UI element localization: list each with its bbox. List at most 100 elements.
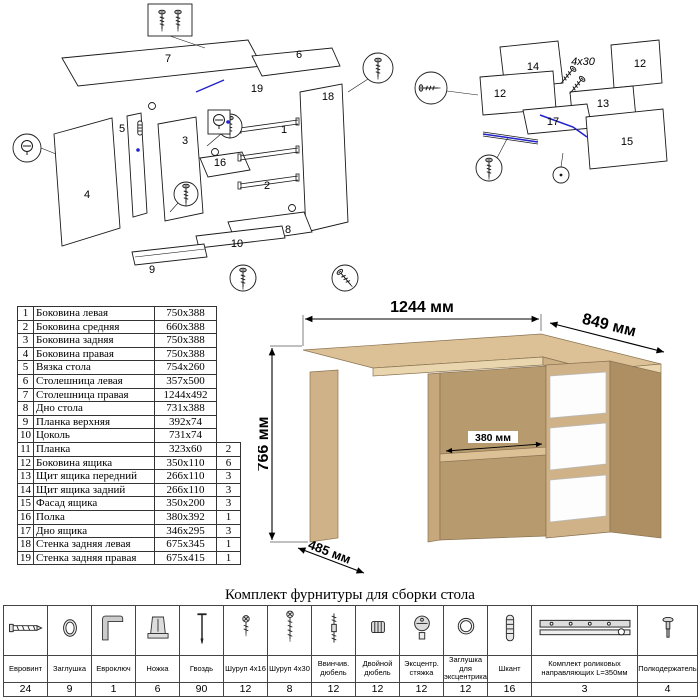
part-name: Планка верхняя: [33, 414, 155, 430]
parts-table-row: 13 Щит ящика передний 266x110 3: [17, 469, 241, 484]
hardware-label: Эксцентр. стяжка: [399, 655, 444, 683]
part-size: 1244x492: [154, 387, 217, 403]
hardware-label: Ножка: [135, 655, 180, 683]
drawer-front: [549, 422, 607, 471]
part-number: 8: [17, 401, 34, 416]
hardware-label-row: Евровинт Заглушка Евроключ Ножка Гвоздь …: [3, 655, 698, 683]
hardware-label: Евровинт: [3, 655, 48, 683]
part-name: Щит ящика задний: [33, 482, 155, 498]
part-size: 323x60: [154, 441, 217, 457]
desk-middle-panel: [427, 372, 441, 543]
part-qty: 3: [216, 469, 241, 484]
cap-icon: [62, 619, 77, 637]
hardware-label: Шуруп 4x30: [267, 655, 312, 683]
part-size: 350x200: [154, 496, 217, 511]
parts-table-row: 19 Стенка задняя правая 675x415 1: [17, 550, 241, 566]
desk-exploded-panels: [53, 39, 349, 266]
part-name: Фасад ящика: [33, 496, 155, 511]
parts-table-row: 6 Столешница левая 357x500: [17, 373, 217, 389]
parts-table-row: 4 Боковина правая 750x388: [17, 346, 217, 362]
part-number: 15: [17, 496, 34, 511]
part-size: 380x392: [154, 509, 217, 525]
parts-table-main: 1 Боковина левая 750x388 2 Боковина сред…: [17, 306, 217, 443]
hardware-qty: 12: [399, 681, 444, 697]
part-qty: 1: [216, 550, 241, 566]
part-number: 2: [17, 319, 34, 335]
shelf-support-icon: [662, 617, 673, 638]
part-number: 5: [17, 360, 34, 375]
panel-tie: [126, 112, 148, 218]
dim-width-label: 1244 мм: [390, 299, 454, 316]
part-number: 1: [17, 306, 34, 321]
nail-icon: [196, 613, 207, 644]
part-number: 11: [17, 441, 34, 457]
wooden-dowel-icon: [505, 614, 514, 642]
hardware-qty: 90: [179, 681, 224, 697]
part-size: 675x415: [154, 550, 217, 566]
part-number: 14: [17, 482, 34, 498]
drawer-slide-rails: [237, 117, 300, 190]
part-number-label: 15: [621, 136, 633, 148]
exploded-desk-diagram: 7 6 19 18 5 3 16 1 2 4 8 10 9: [12, 3, 394, 292]
hardware-label: Шуруп 4x16: [223, 655, 268, 683]
part-qty: 2: [216, 441, 241, 457]
hardware-label: Комплект роликовых направляющих L=350мм: [531, 655, 638, 683]
part-number-labels: 7 6 19 18 5 3 16 1 2 4 8 10 9: [84, 49, 334, 276]
hardware-label: Полкодержатель: [637, 655, 698, 683]
part-number: 4: [17, 346, 34, 362]
screw-size-note: 4x30: [571, 56, 596, 68]
part-number: 12: [17, 455, 34, 471]
panel-drawer-side-right: [610, 39, 663, 89]
hardware-qty: 24: [3, 681, 48, 697]
part-name: Боковина ящика: [33, 455, 155, 471]
hardware-kit-table: Евровинт Заглушка Евроключ Ножка Гвоздь …: [3, 605, 698, 697]
part-number-labels: 14 12 12 13 17 15 4x30: [494, 56, 646, 148]
part-number: 19: [17, 550, 34, 566]
parts-table-row: 12 Боковина ящика 350x110 6: [17, 455, 241, 471]
drawer-front: [549, 474, 607, 523]
part-size: 350x110: [154, 455, 217, 471]
part-size: 266x110: [154, 482, 217, 498]
part-number-label: 5: [119, 123, 125, 135]
part-name: Дно ящика: [33, 523, 155, 539]
part-number-label: 7: [165, 53, 171, 65]
dim-depth-left-label: 485 мм: [306, 537, 353, 567]
part-name: Столешница левая: [33, 373, 155, 389]
parts-table-row: 3 Боковина задняя 750x388: [17, 333, 217, 348]
part-number-label: 12: [494, 88, 506, 100]
panel-tabletop-left: [251, 47, 341, 77]
part-name: Стенка задняя левая: [33, 537, 155, 552]
part-name: Боковина правая: [33, 346, 155, 362]
hardware-label: Евроключ: [91, 655, 136, 683]
dimension-lines: [268, 314, 665, 574]
hardware-qty-row: 24 9 1 6 90 12 8 12 12 12 12 16 3 4: [3, 681, 698, 697]
part-number-label: 4: [84, 189, 90, 201]
part-number: 9: [17, 414, 34, 430]
panel-tabletop-right: [61, 39, 263, 87]
part-number-label: 18: [322, 91, 334, 103]
parts-table-row: 11 Планка 323x60 2: [17, 441, 241, 457]
part-number: 18: [17, 537, 34, 552]
drawer-exploded-panels: [479, 39, 668, 170]
part-qty: 3: [216, 482, 241, 498]
panel-plinth: [195, 225, 286, 249]
part-name: Дно стола: [33, 401, 155, 416]
screw-4x30-icon: [285, 610, 294, 642]
hardware-qty: 3: [531, 681, 638, 697]
drawer-fronts: [549, 371, 607, 523]
part-name: Полка: [33, 509, 155, 525]
part-size: 750x388: [154, 306, 217, 321]
accent-lines: [136, 79, 230, 152]
part-qty: 3: [216, 523, 241, 539]
dim-height-label: 766 мм: [258, 417, 272, 472]
hardware-qty: 16: [487, 681, 532, 697]
panel-back-wall: [299, 83, 349, 233]
part-qty: 1: [216, 509, 241, 525]
dim-shelf-depth-label: 380 мм: [475, 432, 511, 444]
part-number: 6: [17, 373, 34, 389]
part-name: Боковина средняя: [33, 319, 155, 335]
part-name: Столешница правая: [33, 387, 155, 403]
desk-left-panel: [309, 369, 339, 543]
desk-right-panel: [609, 360, 662, 539]
cam-cap-icon: [457, 617, 474, 635]
